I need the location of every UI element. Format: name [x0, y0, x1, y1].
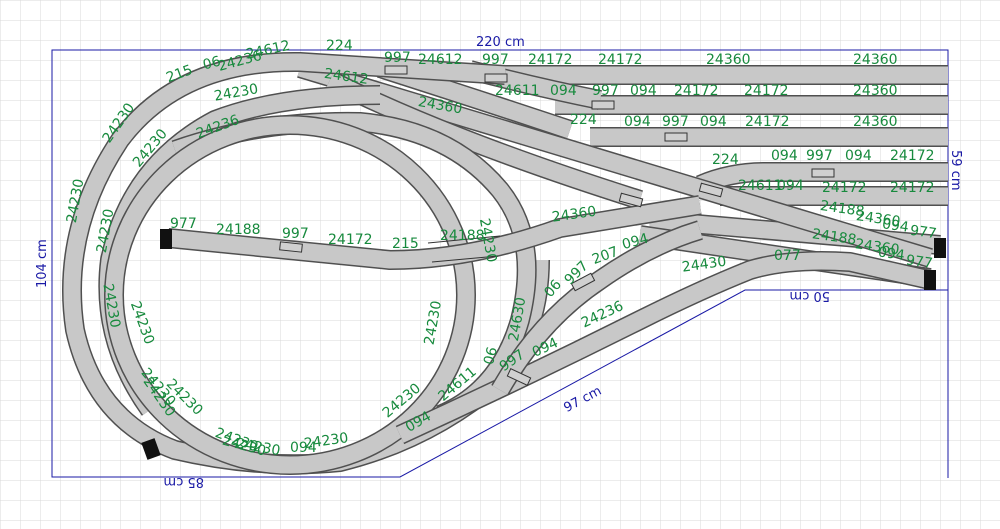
- part-label: 06: [201, 53, 222, 73]
- part-label: 24230: [64, 178, 87, 225]
- part-label: 24360: [551, 204, 597, 226]
- part-label: 24230: [94, 208, 117, 255]
- part-label: 24360: [853, 83, 898, 99]
- ramp-tracks[interactable]: [395, 220, 933, 445]
- part-label: 24230: [99, 282, 122, 329]
- part-label: 06: [481, 345, 501, 366]
- part-label: 224: [712, 152, 739, 168]
- part-label: 24611: [495, 83, 540, 99]
- part-label: 224: [326, 38, 353, 54]
- part-label: 24188: [216, 222, 261, 238]
- buffer-bottom-left: [141, 438, 161, 460]
- baseboard-outline: [51, 49, 949, 478]
- dimension-bottom: 85 cm: [164, 474, 205, 489]
- part-label: 094: [881, 216, 910, 236]
- part-label: 977: [909, 223, 938, 243]
- part-label: 24611: [738, 178, 783, 194]
- buffer-stops: [141, 229, 946, 460]
- turnout-markers: [279, 65, 835, 386]
- part-label: 24430: [681, 254, 727, 276]
- part-label: 997: [282, 226, 309, 242]
- part-label: 094: [624, 114, 651, 130]
- part-label: 094: [771, 148, 798, 164]
- part-label: 094: [630, 83, 657, 99]
- part-label: 094: [845, 148, 872, 164]
- part-label: 24172: [822, 180, 867, 196]
- part-label: 997: [806, 148, 833, 164]
- part-label: 094: [877, 244, 906, 264]
- track-group[interactable]: [62, 51, 948, 475]
- part-label: 24360: [855, 208, 901, 230]
- part-label: 24360: [706, 52, 751, 68]
- buffer-right-2: [924, 270, 936, 290]
- part-label: 24172: [674, 83, 719, 99]
- part-label: 24172: [745, 114, 790, 130]
- part-label: 24188: [440, 228, 485, 244]
- part-label: 094: [290, 440, 317, 456]
- part-label: 215: [392, 236, 419, 252]
- part-label: 094: [620, 231, 650, 253]
- part-label: 24172: [890, 148, 935, 164]
- part-label: 977: [170, 216, 197, 232]
- part-label: 24230: [235, 436, 282, 459]
- part-label: 24188: [811, 226, 857, 248]
- part-label: 24230: [422, 300, 445, 347]
- part-label: 997: [662, 114, 689, 130]
- buffer-left: [160, 229, 172, 249]
- part-label: 24230: [303, 430, 349, 452]
- part-label: 077: [774, 248, 801, 264]
- part-label: 24172: [528, 52, 573, 68]
- part-label: 997: [384, 50, 411, 66]
- part-label: 24360: [853, 52, 898, 68]
- part-label: 224: [570, 112, 597, 128]
- part-label: 094: [550, 83, 577, 99]
- branch-track[interactable]: [167, 195, 702, 270]
- part-label: 997: [482, 52, 509, 68]
- part-label: 24630: [506, 296, 529, 343]
- part-label: 977: [905, 252, 934, 272]
- part-label: 24188: [819, 198, 865, 220]
- part-label: 094: [777, 178, 804, 194]
- part-label: 24172: [328, 232, 373, 248]
- part-label: 24172: [744, 83, 789, 99]
- part-label: 24612: [418, 52, 463, 68]
- buffer-right-1: [934, 238, 946, 258]
- dimension-step: 50 cm: [790, 288, 831, 303]
- part-label: 24612: [323, 66, 369, 88]
- part-label: 24230: [213, 81, 260, 104]
- part-label: 24360: [417, 94, 464, 117]
- part-label: 24230: [476, 217, 499, 264]
- part-label: 24360: [854, 236, 900, 258]
- part-label: 24172: [890, 180, 935, 196]
- dimension-top: 220 cm: [476, 35, 525, 50]
- part-label: 24360: [853, 114, 898, 130]
- dimension-right: 59 cm: [948, 150, 963, 191]
- dimension-left: 104 cm: [35, 239, 50, 288]
- helix-circle[interactable]: [104, 115, 476, 475]
- part-label: 24172: [598, 52, 643, 68]
- part-label: 094: [700, 114, 727, 130]
- bridge-marker: [427, 235, 501, 263]
- part-label: 997: [592, 83, 619, 99]
